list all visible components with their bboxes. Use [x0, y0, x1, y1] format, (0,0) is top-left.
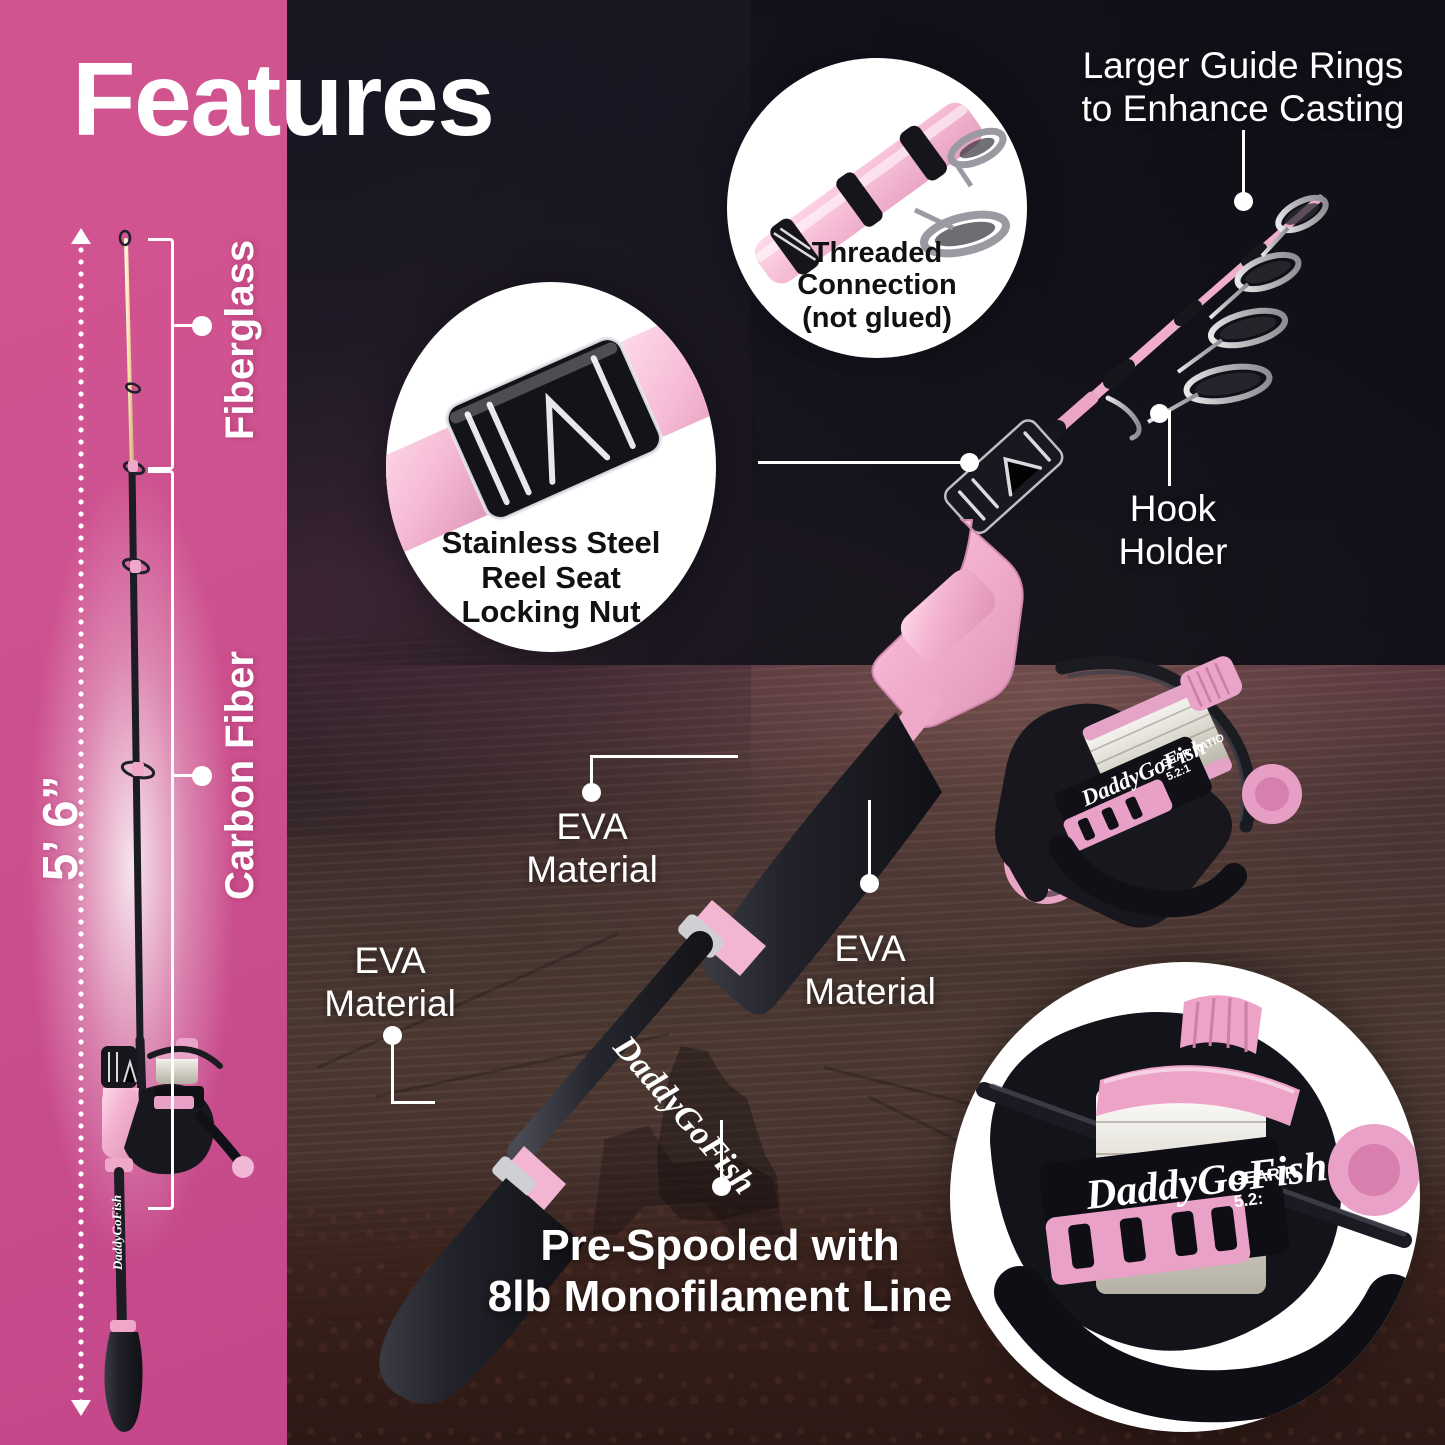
spool-gear-ratio: 5.2: — [1233, 1189, 1264, 1211]
mini-rod-illustration: DaddyGoFish — [101, 229, 254, 1432]
prespooled-leader-line — [720, 1120, 723, 1182]
callout-threaded-line1: Threaded — [811, 236, 943, 269]
carbon-fiber-bracket — [148, 470, 174, 1210]
eva-right-leader-dot — [860, 874, 879, 893]
eva-left-leader-dot — [383, 1026, 402, 1045]
measure-arrow-up-icon — [71, 228, 91, 244]
callout-spool-closeup: DaddyGoFish GEAR R 5.2: — [950, 962, 1420, 1432]
prespooled-leader-dot — [712, 1177, 731, 1196]
measure-arrow-down-icon — [71, 1400, 91, 1416]
guide-rings-leader-line — [1242, 130, 1245, 200]
carbon-fiber-leader-line — [172, 774, 196, 777]
eva-right-label: EVA Material — [770, 928, 970, 1014]
page-title: Features — [72, 42, 495, 158]
eva-right-line2: Material — [804, 970, 936, 1012]
callout-reel-seat: Stainless Steel Reel Seat Locking Nut — [386, 282, 716, 652]
carbon-fiber-label: Carbon Fiber — [218, 651, 262, 900]
carbon-fiber-leader-dot — [192, 766, 212, 786]
callout-threaded-line2: Connection — [797, 269, 957, 302]
callout-threaded-caption: Threaded Connection (not glued) — [727, 237, 1027, 334]
threaded-leader-dot — [960, 453, 979, 472]
callout-reel-seat-line2: Reel Seat — [481, 559, 621, 595]
eva-left-leader-vertical — [391, 1036, 394, 1104]
eva-top-leader-horizontal — [590, 755, 738, 758]
callout-reel-seat-line3: Locking Nut — [461, 594, 641, 630]
fiberglass-bracket — [148, 238, 174, 470]
fiberglass-label: Fiberglass — [218, 239, 262, 440]
silhouette-post-icon — [867, 1269, 893, 1330]
eva-right-line1: EVA — [834, 928, 906, 969]
eva-left-line1: EVA — [354, 940, 426, 981]
eva-top-line2: Material — [526, 848, 658, 890]
callout-reel-seat-line1: Stainless Steel — [441, 524, 661, 560]
eva-left-label: EVA Material — [290, 940, 490, 1026]
guide-rings-line1: Larger Guide Rings — [1082, 45, 1404, 86]
eva-right-leader-line — [868, 800, 871, 882]
eva-top-leader-vertical — [590, 755, 593, 789]
prespooled-line2: 8lb Monofilament Line — [487, 1272, 953, 1322]
eva-top-leader-dot — [582, 783, 601, 802]
guide-rings-label: Larger Guide Rings to Enhance Casting — [1078, 45, 1408, 131]
prespooled-line1: Pre-Spooled with — [540, 1221, 900, 1270]
eva-left-leader-horizontal — [391, 1101, 435, 1104]
svg-text:DaddyGoFish: DaddyGoFish — [109, 1195, 125, 1271]
eva-top-label: EVA Material — [492, 806, 692, 892]
callout-threaded-line3: (not glued) — [802, 301, 952, 334]
hook-holder-line2: Holder — [1118, 530, 1228, 572]
callout-threaded-connection: Threaded Connection (not glued) — [727, 58, 1027, 358]
callout-reel-seat-caption: Stainless Steel Reel Seat Locking Nut — [386, 524, 716, 630]
fiberglass-leader-dot — [192, 316, 212, 336]
threaded-leader-line — [758, 461, 970, 464]
fiberglass-leader-line — [172, 324, 196, 327]
eva-top-line1: EVA — [556, 806, 628, 847]
rod-length-label: 5’ 6” — [34, 774, 88, 882]
hook-holder-line1: Hook — [1129, 488, 1217, 529]
eva-left-line2: Material — [324, 982, 456, 1024]
prespooled-label: Pre-Spooled with 8lb Monofilament Line — [470, 1220, 970, 1322]
measure-dotted-line — [78, 244, 84, 1406]
hook-holder-leader-line — [1168, 410, 1171, 486]
hook-holder-leader-dot — [1150, 404, 1169, 423]
guide-rings-line2: to Enhance Casting — [1081, 87, 1405, 129]
left-pink-panel: DaddyGoFish 5’ 6” Fiberglass Carbon Fibe… — [0, 0, 287, 1445]
hook-holder-label: Hook Holder — [1068, 488, 1278, 574]
guide-rings-leader-dot — [1234, 192, 1253, 211]
